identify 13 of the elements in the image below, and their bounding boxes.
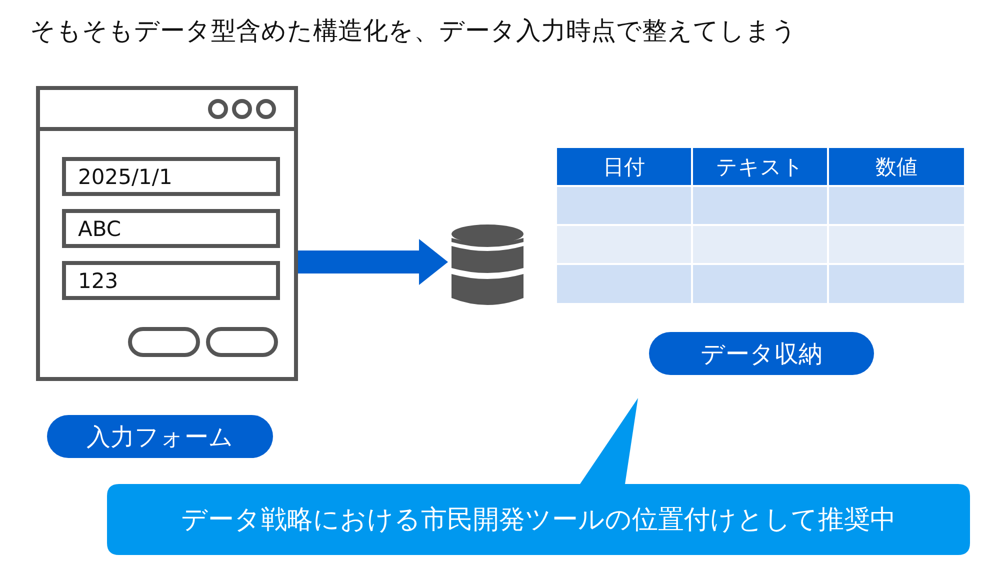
browser-window	[36, 86, 298, 381]
label-pill: 入力フォーム	[47, 415, 273, 458]
label-pill: データ収納	[649, 332, 874, 375]
callout-text: データ戦略における市民開発ツールの位置付けとして推奨中	[180, 504, 897, 537]
database-icon	[451, 224, 524, 308]
title: そもそもデータ型含めた構造化を、データ入力時点で整えてしまう	[30, 15, 797, 47]
table-header-cell: テキスト	[693, 148, 827, 185]
table-header-cell: 数値	[829, 148, 964, 185]
input-field: 123	[62, 261, 280, 300]
input-field: 2025/1/1	[62, 157, 280, 196]
input-field: ABC	[62, 209, 280, 248]
arrow	[298, 239, 448, 285]
table-header-cell: 日付	[557, 148, 691, 185]
